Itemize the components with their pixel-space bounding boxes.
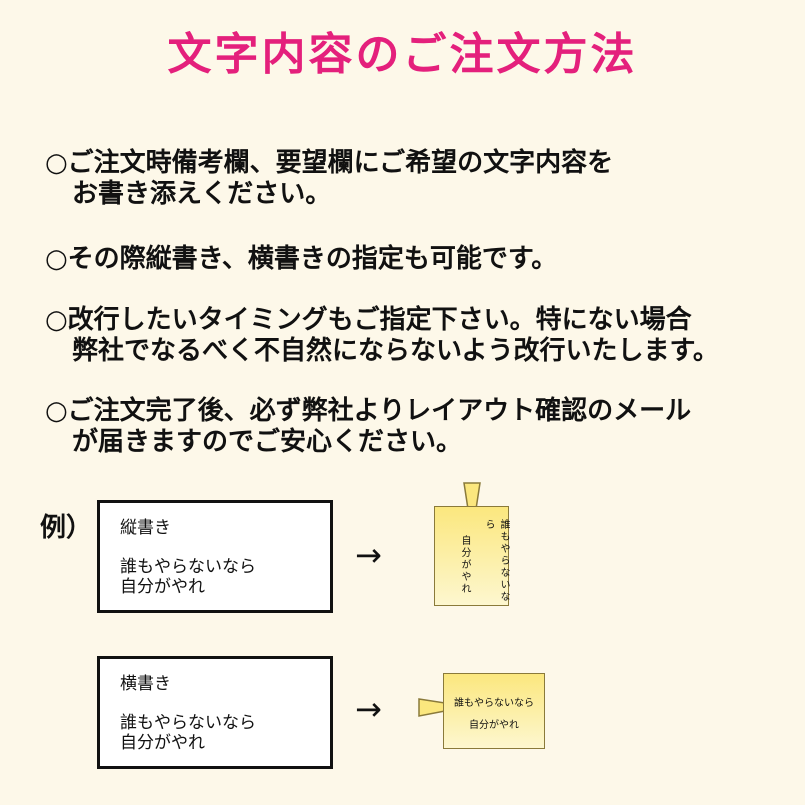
- plate-text-line: 誰もやらないなら: [454, 698, 534, 709]
- instruction-line: ○その際縦書き、横書きの指定も可能です。: [45, 244, 558, 274]
- arrow-icon: →: [355, 690, 382, 728]
- instruction-3: ○改行したいタイミングもご指定下さい。特にない場合 弊社でなるべく不自然にならな…: [45, 305, 719, 367]
- example-text-line: 自分がやれ: [120, 733, 205, 753]
- plate-text-line: 自分がやれ: [459, 535, 470, 595]
- instruction-line: ○ご注文時備考欄、要望欄にご希望の文字内容を: [45, 148, 614, 178]
- instruction-line: ○改行したいタイミングもご指定下さい。特にない場合: [45, 305, 692, 335]
- page-title: 文字内容のご注文方法: [167, 29, 638, 80]
- instruction-1: ○ご注文時備考欄、要望欄にご希望の文字内容を お書き添えください。: [45, 148, 613, 210]
- instruction-4: ○ご注文完了後、必ず弊社よりレイアウト確認のメール が届きますのでご安心ください…: [45, 396, 691, 458]
- instruction-2: ○その際縦書き、横書きの指定も可能です。: [45, 244, 557, 275]
- example-text-line: 誰もやらないなら: [120, 557, 256, 577]
- instruction-line: 弊社でなるべく不自然にならないよう改行いたします。: [72, 336, 719, 366]
- horizontal-plate-preview: 誰もやらないなら 自分がやれ: [443, 673, 545, 749]
- example-label: 例）: [40, 513, 93, 543]
- horizontal-example-box: 横書き 誰もやらないなら 自分がやれ: [97, 656, 333, 769]
- example-text-line: 誰もやらないなら: [120, 713, 256, 733]
- instruction-line: ○ご注文完了後、必ず弊社よりレイアウト確認のメール: [45, 396, 692, 426]
- horizontal-heading: 横書き: [120, 674, 171, 694]
- plate-tab-icon: [418, 698, 446, 717]
- vertical-plate-preview: 誰もやらないなら 自分がやれ: [434, 506, 509, 606]
- example-text-line: 自分がやれ: [120, 577, 205, 597]
- plate-text-line: 自分がやれ: [469, 720, 519, 731]
- instruction-line: が届きますのでご安心ください。: [72, 427, 463, 457]
- vertical-heading: 縦書き: [120, 518, 171, 538]
- vertical-example-box: 縦書き 誰もやらないなら 自分がやれ: [97, 500, 333, 613]
- arrow-icon: →: [355, 536, 382, 574]
- instruction-line: お書き添えください。: [72, 179, 332, 209]
- plate-text-line: 誰もやらないなら: [483, 519, 509, 603]
